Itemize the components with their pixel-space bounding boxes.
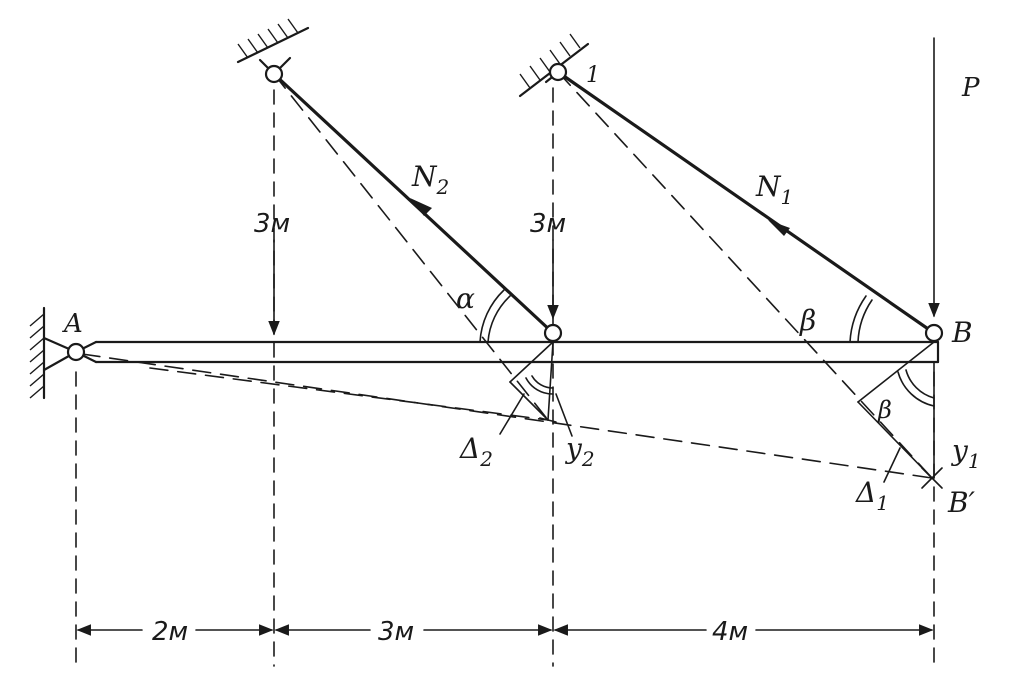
angle-beta-arc <box>857 299 873 343</box>
angle-alpha-arc-2 <box>479 289 505 343</box>
delta2-leader <box>499 393 525 435</box>
elongation-triangle-2 <box>509 341 557 423</box>
label-alpha: α <box>456 282 475 315</box>
angle-lower-arc <box>905 369 935 399</box>
label-load-p: P <box>961 73 980 103</box>
n1-arrowhead <box>768 220 790 236</box>
label-y-2: y2 <box>564 432 595 471</box>
angle-beta-arc-2 <box>849 295 867 343</box>
label-delta-2: Δ2 <box>459 432 493 471</box>
pin-b <box>924 323 944 343</box>
label-y-1: y1 <box>950 434 981 473</box>
label-span-2: 3м <box>378 617 414 647</box>
top-support-left <box>236 18 310 76</box>
pin-node-2 <box>543 323 563 343</box>
angle-y2-arc <box>531 375 554 389</box>
pin-top-right <box>548 62 568 82</box>
label-n1: N1 <box>755 170 793 209</box>
label-beta-lower: β <box>877 396 892 424</box>
pin-a <box>66 342 86 362</box>
deflection-guide-2 <box>149 367 549 421</box>
n2-arrowhead <box>410 198 432 216</box>
delta1-leader <box>883 447 901 483</box>
label-b: B <box>951 316 973 349</box>
angle-alpha-arc <box>487 295 511 343</box>
bar-n2-deformed <box>273 73 549 421</box>
angle-lower-arc-2 <box>897 371 935 407</box>
label-height-left: 3м <box>254 209 290 239</box>
label-b-prime: B′ <box>947 486 976 519</box>
label-height-right: 3м <box>530 209 566 239</box>
label-beta: β <box>799 304 816 337</box>
label-span-1: 2м <box>152 617 188 647</box>
bar-n1 <box>556 70 936 335</box>
elongation-triangle-1 <box>857 341 943 489</box>
label-node-1: 1 <box>586 63 600 88</box>
label-n2: N2 <box>411 160 449 199</box>
bar-n1-deformed <box>557 71 933 479</box>
pin-top-left <box>264 64 284 84</box>
left-wall-hatching <box>29 313 45 399</box>
label-span-3: 4м <box>712 617 748 647</box>
label-delta-1: Δ1 <box>855 476 889 515</box>
angle-y2-arc-2 <box>525 377 554 395</box>
deflected-beam-axis <box>81 353 933 479</box>
y2-leader <box>555 393 573 437</box>
bar-n2 <box>272 72 555 335</box>
label-a: A <box>62 309 83 339</box>
